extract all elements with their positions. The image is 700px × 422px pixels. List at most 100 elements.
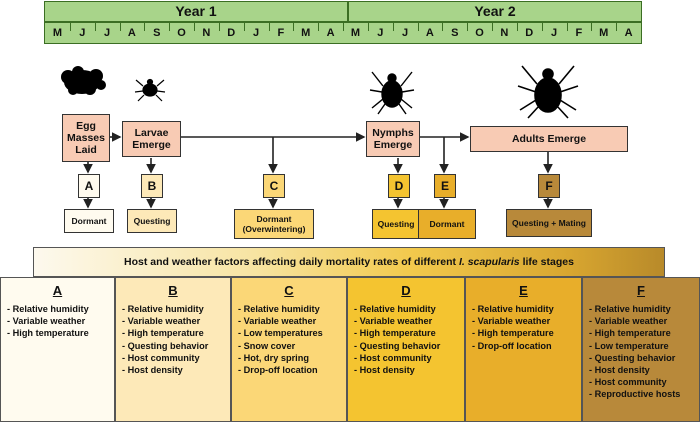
factor-item: High temperature <box>472 327 581 339</box>
factor-column-heading: A <box>52 283 63 298</box>
factor-column-heading: E <box>519 283 528 298</box>
month-tick <box>243 23 245 31</box>
factor-item: Variable weather <box>7 315 114 327</box>
month-tick <box>541 23 543 31</box>
factor-item: Host density <box>589 364 699 376</box>
month-tick <box>268 23 270 31</box>
factor-item: Relative humidity <box>472 303 581 315</box>
factor-list: Relative humidityVariable weatherHigh te… <box>466 303 581 352</box>
month-tick <box>69 23 71 31</box>
nymph-tick-icon <box>369 71 415 115</box>
month-tick <box>442 23 444 31</box>
factor-item: Questing behavior <box>589 352 699 364</box>
month-label: S <box>153 27 161 39</box>
factors-banner: Host and weather factors affecting daily… <box>33 247 665 277</box>
factor-column-heading: B <box>168 283 178 298</box>
factor-item: Relative humidity <box>354 303 464 315</box>
month-label: O <box>475 27 484 39</box>
month-tick <box>293 23 295 31</box>
month-label: J <box>402 27 409 39</box>
month-tick <box>194 23 195 31</box>
egg-mass-icon <box>61 66 106 95</box>
month-tick <box>343 23 344 31</box>
state-box-a: Dormant <box>64 209 114 233</box>
letter-box-b: B <box>141 174 163 198</box>
month-tick <box>591 23 593 31</box>
factor-item: Snow cover <box>238 340 346 352</box>
factor-item: Questing behavior <box>122 340 230 352</box>
month-label: O <box>177 27 186 39</box>
state-box-d: Questing <box>372 209 420 239</box>
factor-list: Relative humidityVariable weatherLow tem… <box>232 303 346 376</box>
factor-column-heading: D <box>401 283 411 298</box>
letter-box-c: C <box>263 174 285 198</box>
month-tick <box>417 23 419 31</box>
factor-item: Host density <box>122 364 230 376</box>
factor-item: Variable weather <box>589 315 699 327</box>
factor-item: High temperature <box>354 327 464 339</box>
factor-item: Relative humidity <box>238 303 346 315</box>
factor-column-f: F Relative humidityVariable weatherHigh … <box>582 277 700 422</box>
factor-item: Variable weather <box>238 315 346 327</box>
factor-item: Hot, dry spring <box>238 352 346 364</box>
month-tick <box>94 23 96 31</box>
factor-item: High temperature <box>7 327 114 339</box>
factor-item: Variable weather <box>354 315 464 327</box>
month-label: N <box>500 27 509 39</box>
factor-list: Relative humidityVariable weatherHigh te… <box>348 303 464 376</box>
factor-column-e: E Relative humidityVariable weatherHigh … <box>465 277 582 422</box>
month-label: M <box>301 27 311 39</box>
month-label: F <box>277 27 285 39</box>
month-tick <box>616 23 618 31</box>
month-tick <box>144 23 146 31</box>
adult-tick-icon <box>517 65 579 119</box>
factor-item: Drop-off location <box>472 340 581 352</box>
factor-item: Variable weather <box>122 315 230 327</box>
state-box-f: Questing + Mating <box>506 209 592 237</box>
month-label: A <box>326 27 335 39</box>
month-label: D <box>227 27 236 39</box>
factor-item: Low temperature <box>589 340 699 352</box>
factor-column-d: D Relative humidityVariable weatherHigh … <box>347 277 465 422</box>
factor-list: Relative humidityVariable weatherHigh te… <box>1 303 114 340</box>
state-box-c: Dormant(Overwintering) <box>234 209 314 239</box>
factor-list: Relative humidityVariable weatherHigh te… <box>583 303 699 401</box>
letter-box-f: F <box>538 174 560 198</box>
letter-box-e: E <box>434 174 456 198</box>
month-label: M <box>599 27 609 39</box>
factor-item: Host community <box>122 352 230 364</box>
factor-item: Relative humidity <box>589 303 699 315</box>
larva-tick-icon <box>134 78 166 102</box>
month-label: A <box>425 27 434 39</box>
month-label: N <box>202 27 211 39</box>
month-tick <box>169 23 171 31</box>
year-1-label: Year 1 <box>44 1 348 22</box>
factor-column-c: C Relative humidityVariable weatherLow t… <box>231 277 347 422</box>
month-tick <box>516 23 518 31</box>
month-label: F <box>575 27 583 39</box>
month-tick <box>492 23 493 31</box>
factor-item: Host community <box>589 376 699 388</box>
month-tick <box>218 23 220 31</box>
month-label: S <box>451 27 459 39</box>
month-label: J <box>253 27 260 39</box>
month-tick <box>119 23 121 31</box>
month-tick <box>367 23 369 31</box>
month-label: M <box>52 27 62 39</box>
factor-item: Relative humidity <box>7 303 114 315</box>
month-tick <box>392 23 394 31</box>
factor-item: Reproductive hosts <box>589 388 699 400</box>
year-2-label: Year 2 <box>348 1 642 22</box>
month-label: J <box>79 27 86 39</box>
factor-item: High temperature <box>122 327 230 339</box>
factor-item: Low temperatures <box>238 327 346 339</box>
factor-item: Drop-off location <box>238 364 346 376</box>
factor-column-b: B Relative humidityVariable weatherHigh … <box>115 277 231 422</box>
factor-column-heading: C <box>284 283 294 298</box>
month-label: M <box>350 27 360 39</box>
state-box-b: Questing <box>127 209 177 233</box>
